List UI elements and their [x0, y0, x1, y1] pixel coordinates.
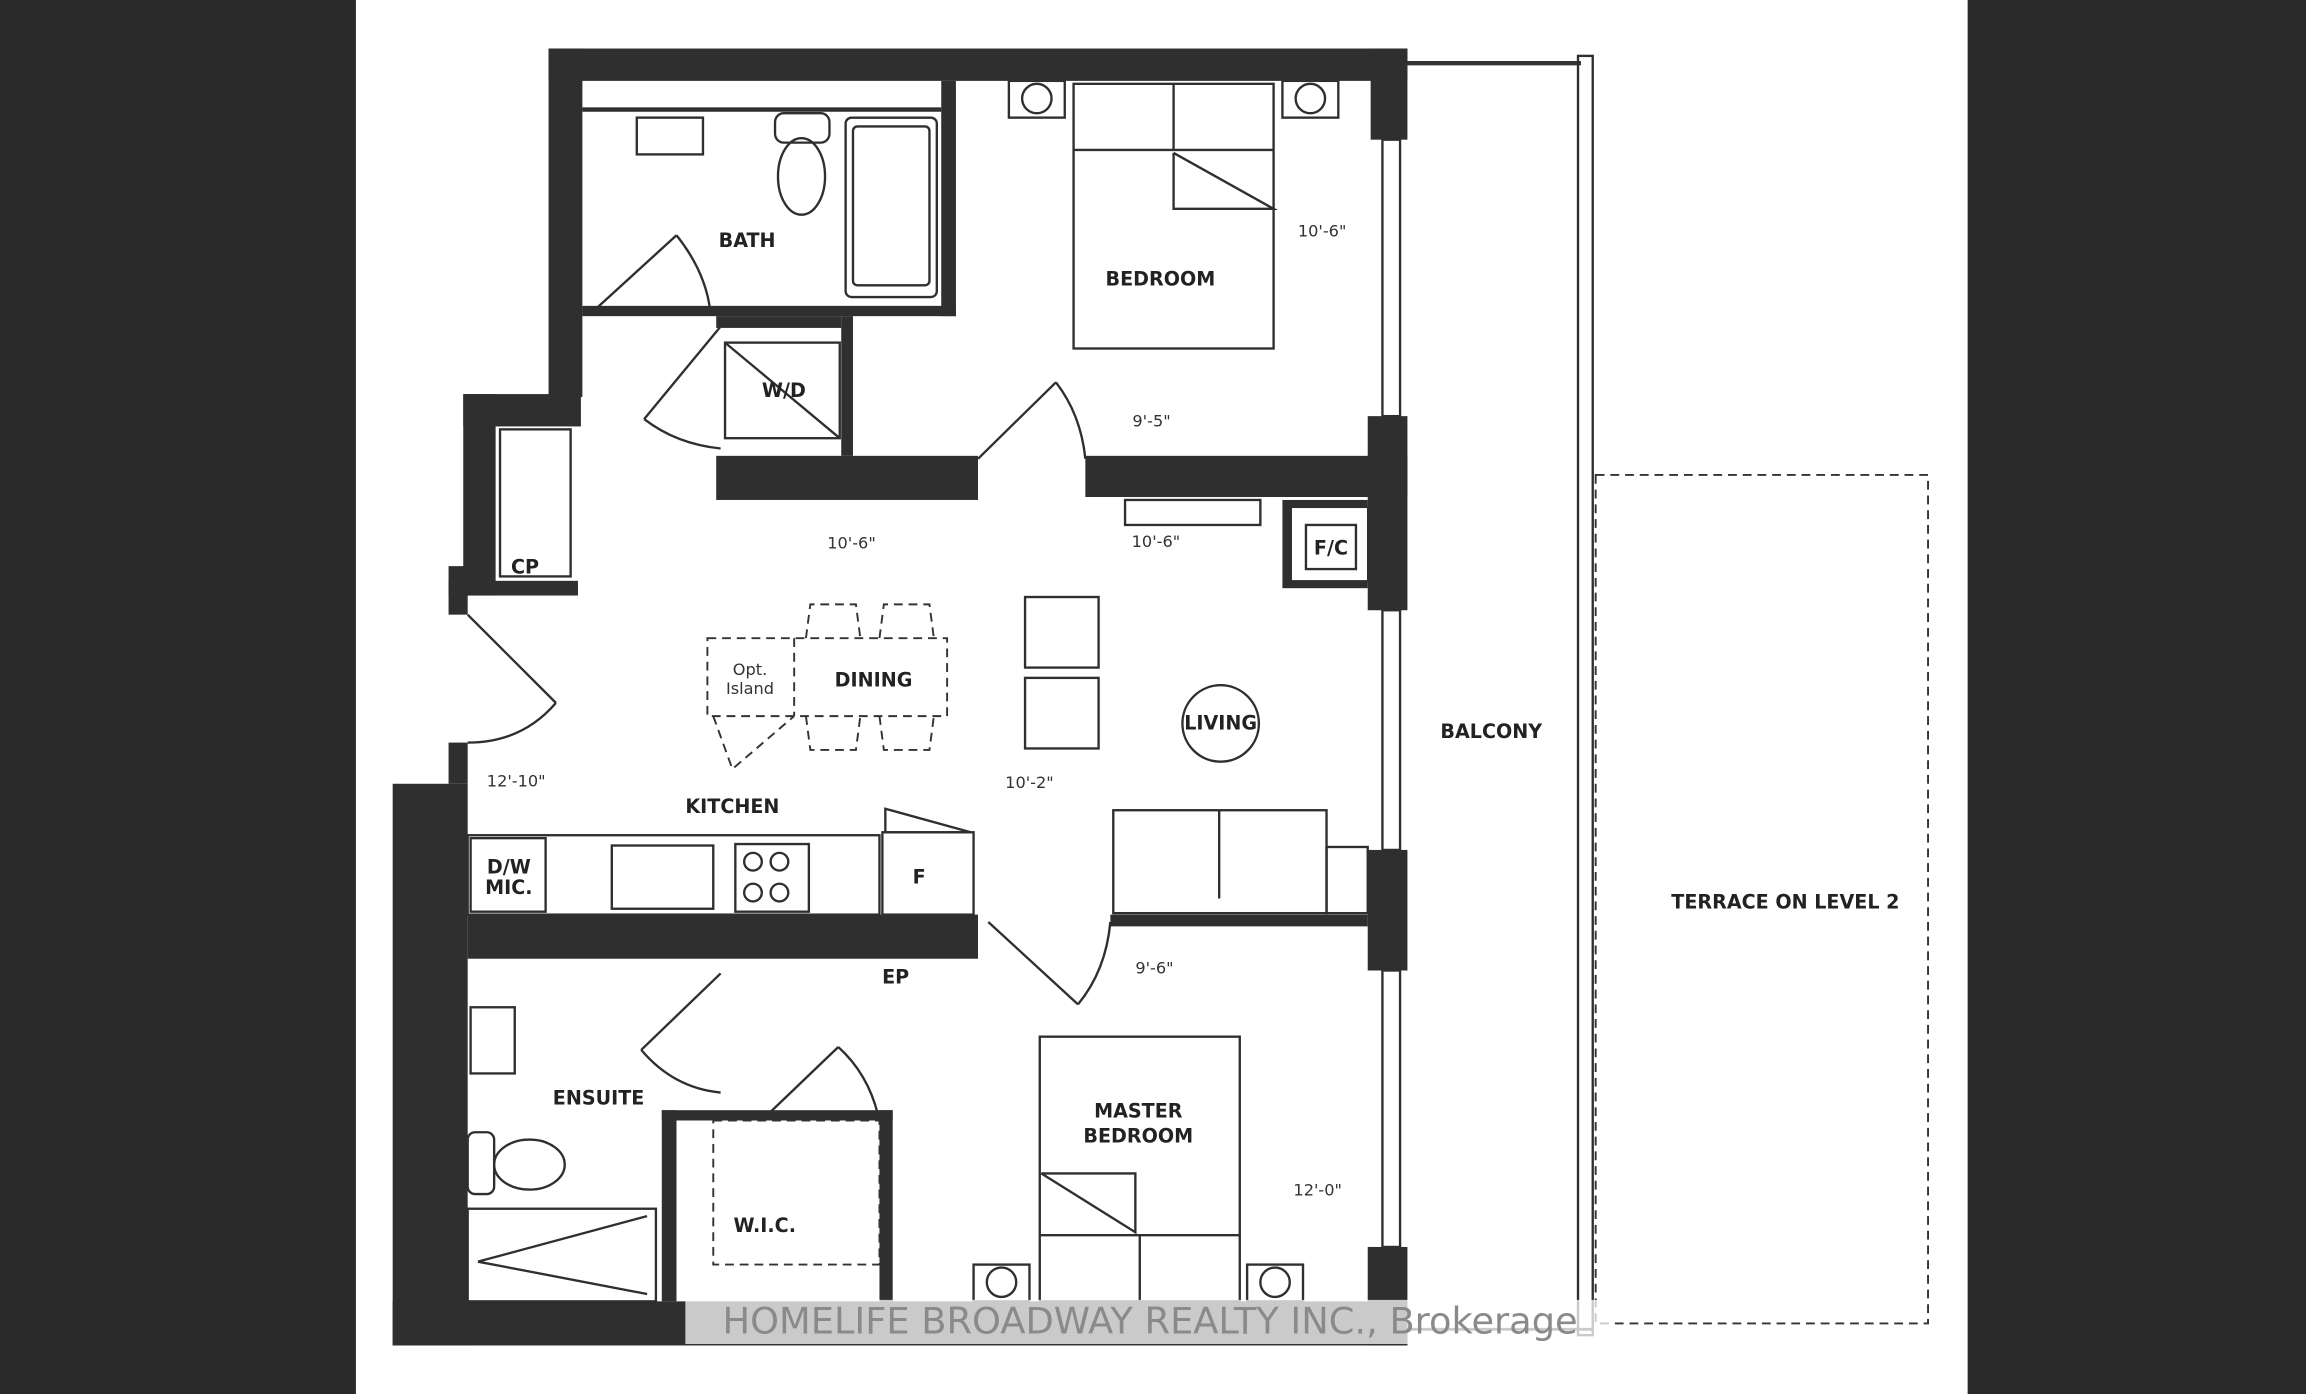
dim-hall-left: 10'-6" — [827, 533, 876, 552]
label-ep: EP — [882, 966, 909, 989]
label-bedroom: BEDROOM — [1105, 267, 1215, 290]
label-master-2: BEDROOM — [1083, 1125, 1193, 1148]
watermark-text: HOMELIFE BROADWAY REALTY INC., Brokerage — [722, 1300, 1577, 1343]
label-dw: D/W — [487, 855, 531, 878]
fixtures — [466, 79, 1369, 1303]
label-wic: W.I.C. — [734, 1214, 796, 1237]
label-dining: DINING — [835, 669, 913, 692]
watermark: HOMELIFE BROADWAY REALTY INC., Brokerage — [685, 1300, 1615, 1345]
windows — [1381, 138, 1402, 1249]
label-kitchen: KITCHEN — [685, 795, 779, 818]
dim-hall-right: 10'-6" — [1132, 532, 1181, 551]
terrace-outline — [1594, 474, 1929, 1325]
label-ensuite: ENSUITE — [553, 1086, 645, 1109]
dim-living-width: 10'-2" — [1005, 773, 1054, 792]
plan-canvas — [355, 0, 1968, 1394]
dim-bedroom-width: 10'-6" — [1298, 222, 1347, 241]
dimension-labels: 10'-6" 9'-5" 10'-6" 10'-6" 12'-10" 10'-2… — [487, 222, 1347, 1200]
label-master-1: MASTER — [1094, 1100, 1183, 1123]
label-wd: W/D — [762, 379, 806, 402]
label-fridge: F — [913, 866, 926, 889]
label-balcony: BALCONY — [1440, 720, 1543, 743]
dim-master-depth: 9'-6" — [1135, 958, 1173, 977]
left-backdrop — [0, 0, 356, 1394]
right-backdrop — [1967, 0, 2306, 1394]
dim-master-width: 12'-0" — [1293, 1180, 1342, 1199]
dim-kitchen-width: 12'-10" — [487, 772, 546, 791]
label-opt-island-1: Opt. — [733, 660, 767, 679]
label-cp: CP — [511, 555, 539, 578]
label-terrace: TERRACE ON LEVEL 2 — [1671, 891, 1899, 914]
label-opt-island-2: Island — [726, 679, 774, 698]
label-bath: BATH — [719, 229, 776, 252]
room-labels: BATH BEDROOM W/D CP F/C Opt. Island DINI… — [485, 229, 1899, 1237]
label-fc: F/C — [1314, 536, 1348, 559]
label-mic: MIC. — [485, 876, 532, 899]
dim-bedroom-depth: 9'-5" — [1132, 411, 1170, 430]
label-living: LIVING — [1184, 711, 1257, 734]
